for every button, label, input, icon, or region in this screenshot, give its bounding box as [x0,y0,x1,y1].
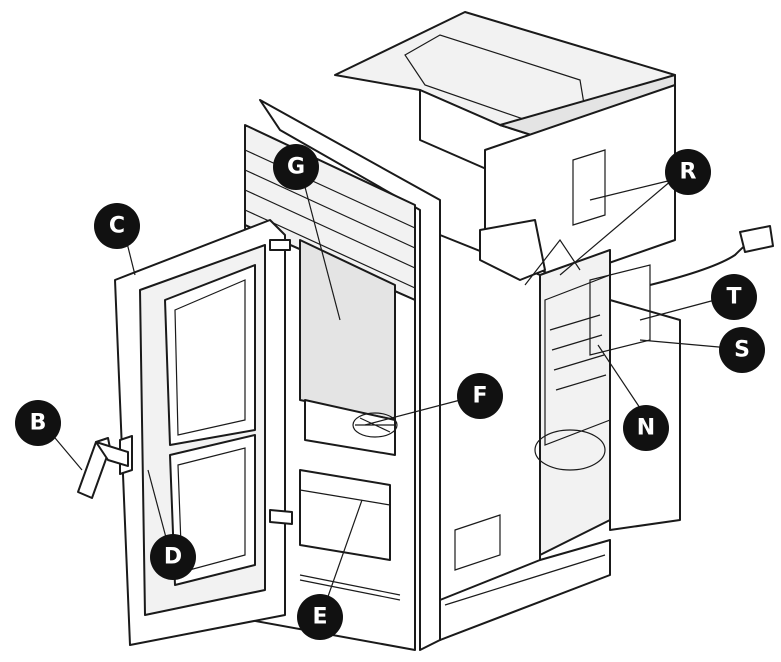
leader-lines [49,167,731,606]
callout-F-label: F [472,384,487,409]
callout-R: R [665,149,711,195]
callout-B: B [15,400,61,446]
callout-N: N [623,405,669,451]
stove-door [114,219,293,646]
callout-C-label: C [109,214,125,239]
callout-T-label: T [726,285,741,310]
callout-R-label: R [680,160,697,185]
callout-N-label: N [637,416,655,441]
callout-B-label: B [30,411,47,436]
callout-C: C [94,203,140,249]
door-handle [77,437,129,499]
callout-F: F [457,373,503,419]
callout-D: D [150,534,196,580]
callout-E: E [297,594,343,640]
stove-body [244,11,774,651]
callout-E-label: E [312,605,327,630]
callout-G-label: G [287,155,305,180]
callout-T: T [711,274,757,320]
callout-G: G [273,144,319,190]
callout-S-label: S [734,338,750,363]
callout-D-label: D [164,545,182,570]
callout-S: S [719,327,765,373]
